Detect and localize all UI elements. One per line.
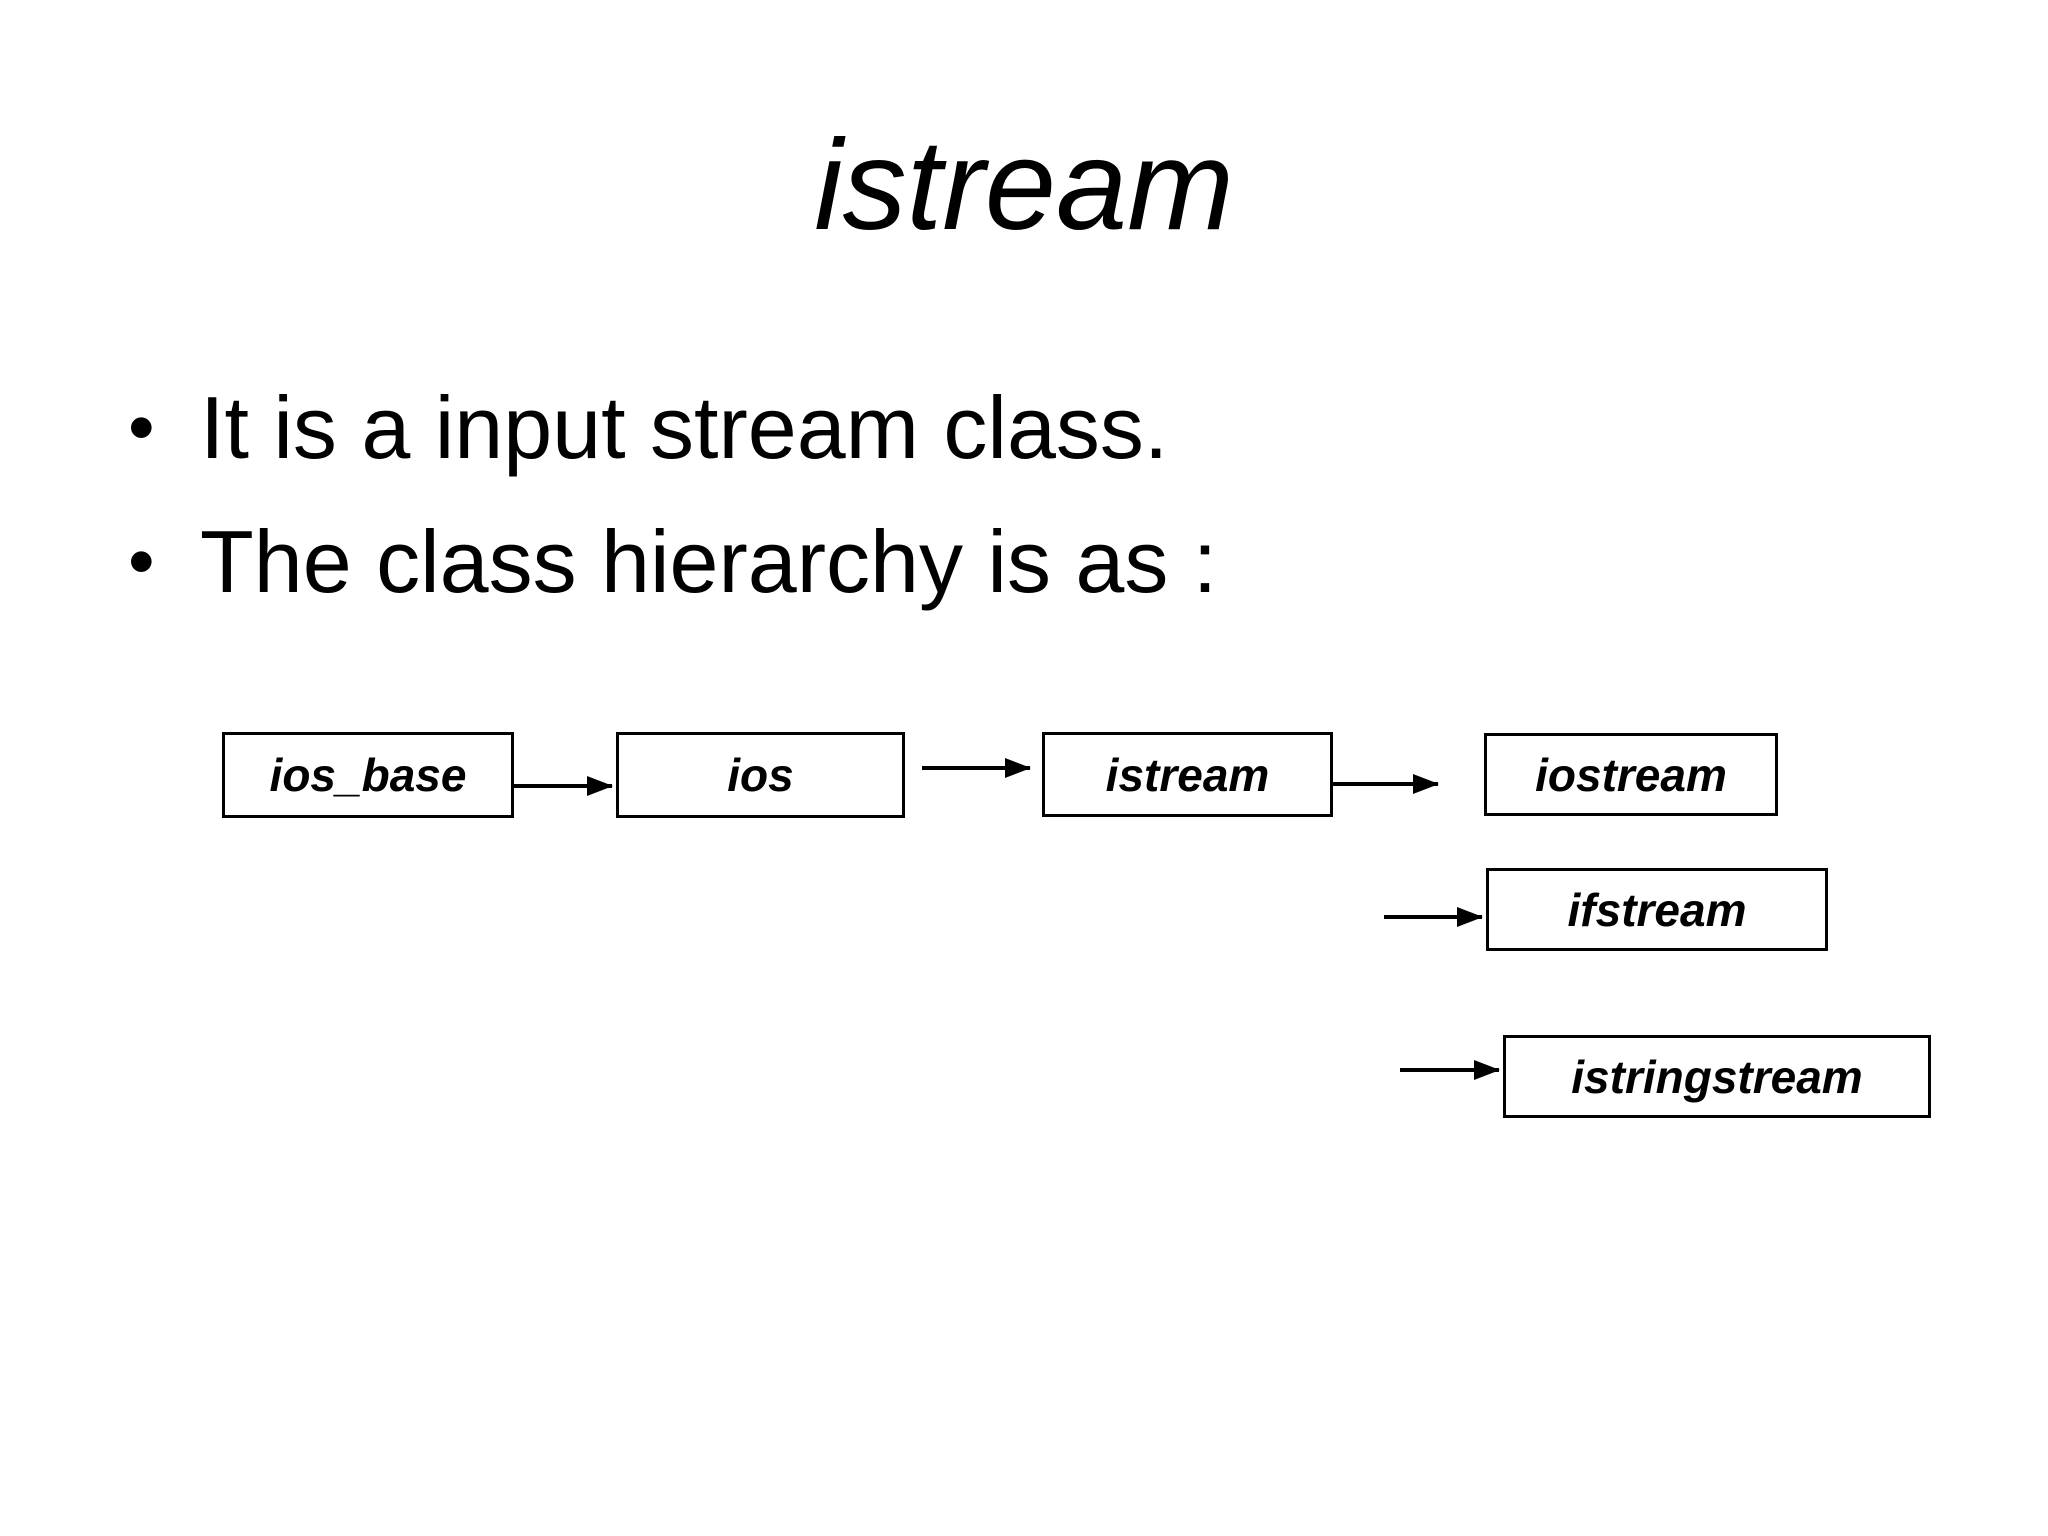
bullet-item: • It is a input stream class. [128,378,1168,478]
node-label: ios [727,749,794,801]
node-ios: ios [616,732,905,818]
bullet-dot-icon: • [128,519,155,604]
node-ios-base: ios_base [222,732,514,818]
bullet-text: It is a input stream class. [200,378,1169,477]
bullet-item: • The class hierarchy is as : [128,512,1217,612]
bullet-dot-icon: • [128,385,155,470]
node-istream: istream [1042,732,1333,817]
node-istringstream: istringstream [1503,1035,1931,1118]
node-label: iostream [1535,748,1727,801]
node-ifstream: ifstream [1486,868,1828,951]
node-iostream: iostream [1484,733,1778,816]
node-label: istream [1105,748,1270,801]
node-label: istringstream [1571,1050,1863,1103]
slide-title: istream [814,114,1234,257]
node-label: ios_base [269,749,467,801]
node-label: ifstream [1567,883,1747,936]
bullet-text: The class hierarchy is as : [200,512,1218,611]
